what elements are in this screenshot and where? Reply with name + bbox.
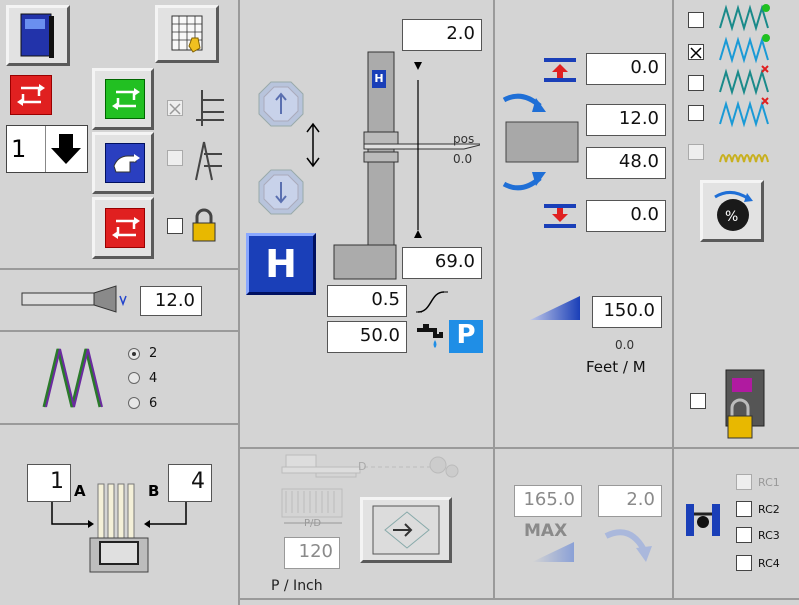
comb-gauge-icon — [195, 141, 222, 181]
cycle-red-icon — [10, 75, 52, 115]
svg-text:%: % — [725, 209, 738, 225]
pitch-unit: P / Inch — [271, 578, 323, 594]
cycle-red-2-icon — [105, 208, 145, 248]
option-checkbox-1[interactable] — [167, 100, 183, 116]
bottom-limit-field[interactable]: 69.0 — [402, 247, 482, 279]
cam-b-label: B — [148, 482, 160, 500]
pitch-apply-button[interactable] — [360, 497, 452, 563]
speed-sub-value: 0.0 — [615, 338, 635, 352]
cam-b-field[interactable]: 4 — [168, 464, 212, 502]
pattern-checkbox-1[interactable] — [688, 12, 704, 28]
rc3-checkbox[interactable] — [736, 527, 752, 543]
count-selector[interactable]: 1 — [6, 125, 88, 173]
cycle-red-button[interactable] — [92, 197, 154, 259]
rc1-label: RC1 — [758, 476, 780, 489]
upper-value-field[interactable]: 0.0 — [586, 53, 666, 85]
lower-value-field[interactable]: 0.0 — [586, 200, 666, 232]
radio-4[interactable] — [128, 372, 140, 384]
speed-field[interactable]: 150.0 — [592, 296, 662, 328]
wire-count-field[interactable]: 12.0 — [140, 286, 202, 316]
oil-tap-icon — [417, 324, 443, 348]
pattern-checkbox-4[interactable] — [688, 105, 704, 121]
count-value: 1 — [11, 135, 27, 163]
radio-2-label: 2 — [149, 346, 158, 361]
speed-ramp-icon — [530, 296, 580, 320]
padlock-icon — [192, 208, 216, 242]
rc2-label: RC2 — [758, 503, 780, 516]
rotation-field[interactable]: 2.0 — [598, 485, 662, 517]
top-limit-field[interactable]: 2.0 — [402, 19, 482, 51]
pattern-checkbox-5[interactable] — [688, 144, 704, 160]
rc4-label: RC4 — [758, 557, 780, 570]
radio-2[interactable] — [128, 348, 140, 360]
keypad-button[interactable] — [155, 5, 219, 63]
pos-value: 0.0 — [453, 152, 473, 166]
oil-field[interactable]: 50.0 — [327, 321, 407, 353]
wire-feeder-icon — [21, 285, 127, 313]
pitch-diagram-icon — [281, 454, 459, 524]
radio-4-label: 4 — [149, 371, 158, 386]
h-button-label: H — [265, 242, 297, 286]
cam-a-field[interactable]: 1 — [27, 464, 71, 502]
rc3-label: RC3 — [758, 529, 780, 542]
h-home-button[interactable]: H — [246, 233, 316, 295]
cam-a-label: A — [74, 482, 86, 500]
separator-gauge-icon — [196, 90, 224, 126]
max-speed-field[interactable]: 165.0 — [514, 485, 582, 517]
lock-machine-checkbox[interactable] — [690, 393, 706, 409]
program-book-button[interactable] — [6, 5, 70, 66]
rc2-checkbox[interactable] — [736, 501, 752, 517]
option-checkbox-2[interactable] — [167, 150, 183, 166]
max-label: MAX — [524, 521, 568, 541]
cycle-green-button[interactable] — [92, 68, 154, 130]
pd-label: P/D — [304, 518, 322, 529]
percent-gear-icon: % — [714, 191, 753, 231]
max-ramp-icon — [532, 542, 574, 562]
speed-unit: Feet / M — [586, 358, 646, 376]
h-block-label: H — [372, 70, 386, 88]
hand-cycle-icon — [105, 143, 145, 183]
down-arrow-octagon-icon[interactable] — [257, 168, 305, 216]
ramp-curve-icon — [416, 291, 448, 313]
radio-6[interactable] — [128, 397, 140, 409]
percent-adjust-button[interactable]: % — [700, 180, 764, 242]
keypad-icon — [171, 15, 203, 53]
stitch-pattern-icon — [42, 348, 103, 408]
mid-value-2-field[interactable]: 48.0 — [586, 147, 666, 179]
pattern-checkbox-2[interactable] — [688, 44, 704, 60]
enter-arrow-icon — [372, 505, 440, 555]
vertical-range-arrow-icon — [306, 122, 320, 168]
pattern-checkbox-3[interactable] — [688, 75, 704, 91]
radio-6-label: 6 — [149, 396, 158, 411]
press-column-diagram — [333, 51, 480, 280]
up-arrow-octagon-icon[interactable] — [257, 80, 305, 128]
lower-limit-icon — [544, 204, 576, 228]
pitch-field[interactable]: 120 — [284, 537, 340, 569]
wave-pattern-icons — [719, 4, 770, 163]
rc1-checkbox[interactable] — [736, 474, 752, 490]
d-label: D — [358, 460, 367, 473]
cam-device-icon — [51, 483, 187, 573]
book-icon — [20, 13, 54, 58]
arrow-down-icon — [51, 134, 81, 164]
mid-value-1-field[interactable]: 12.0 — [586, 104, 666, 136]
rotate-arrows-icon — [502, 93, 579, 191]
cycle-green-icon — [105, 79, 145, 119]
pos-label: pos — [453, 132, 475, 146]
locked-machine-icon — [725, 369, 765, 439]
park-button[interactable]: P — [449, 320, 483, 353]
rc-linkage-icon — [686, 504, 720, 536]
lock-checkbox[interactable] — [167, 218, 183, 234]
ramp-field[interactable]: 0.5 — [327, 285, 407, 317]
manual-hand-button[interactable] — [92, 132, 154, 194]
rc4-checkbox[interactable] — [736, 555, 752, 571]
rotation-arrow-icon — [604, 529, 652, 562]
upper-limit-icon — [544, 58, 576, 82]
park-label: P — [456, 320, 476, 350]
